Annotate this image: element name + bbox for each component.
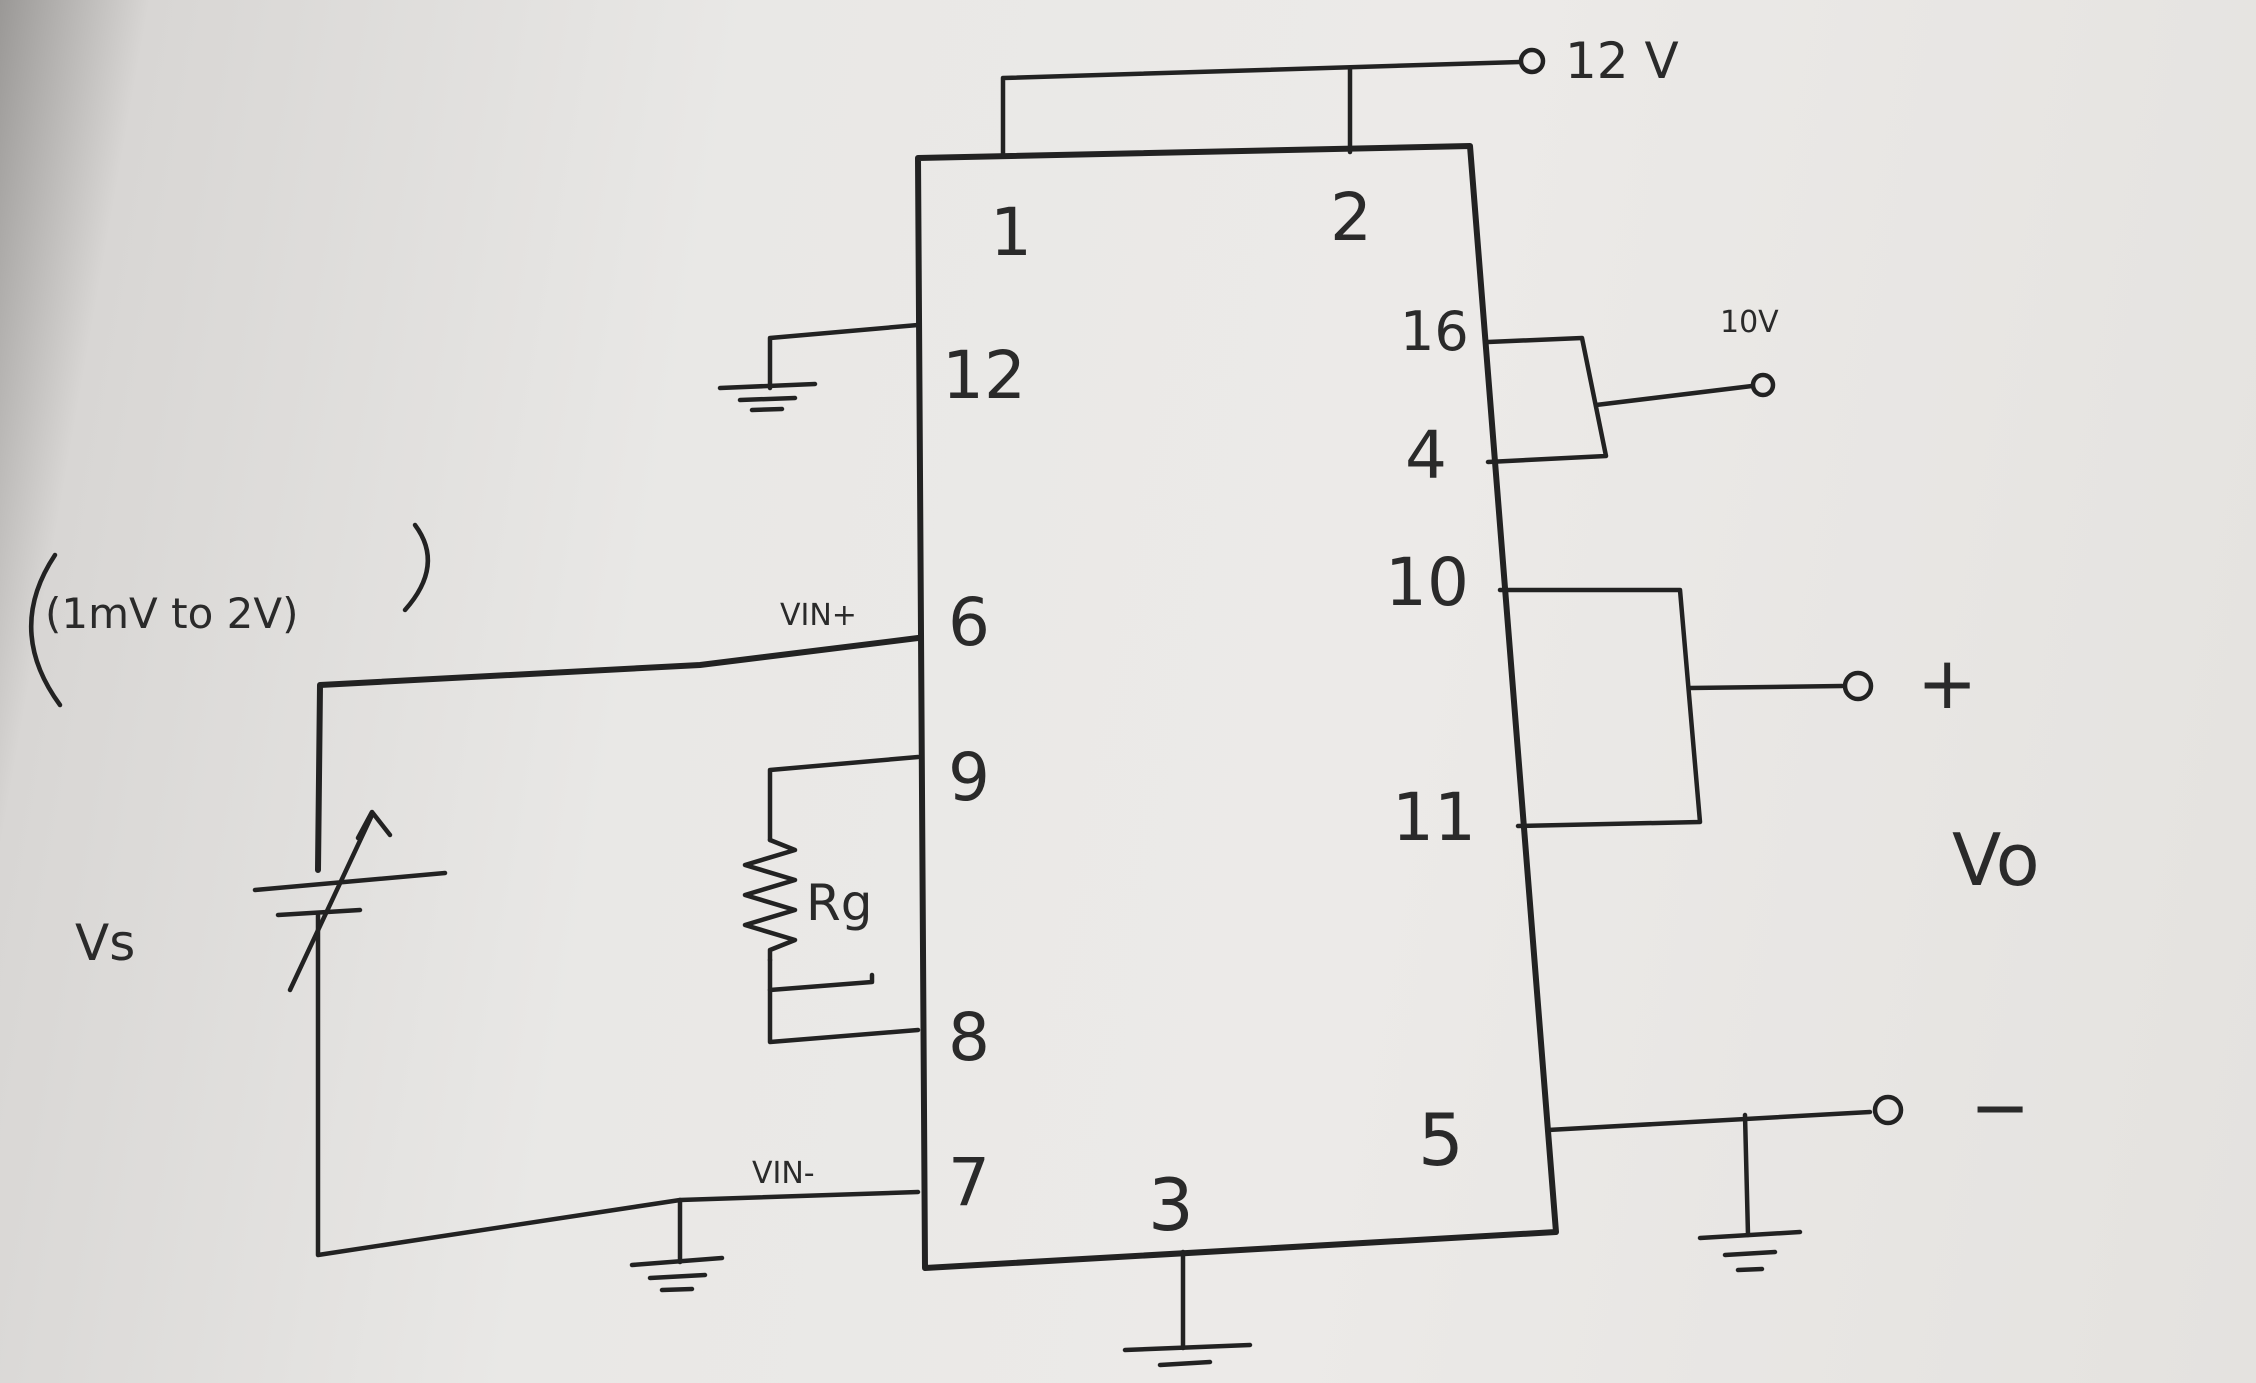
- pin-10: 10: [1385, 544, 1469, 621]
- source-return-wire: [315, 912, 921, 1258]
- ground-symbol-loop: [629, 1255, 725, 1293]
- pin-6: 6: [948, 584, 990, 661]
- pin-16: 16: [1400, 300, 1469, 363]
- vin-plus-wire: [315, 635, 921, 873]
- vin-plus-label: VIN+: [780, 598, 857, 633]
- variable-voltage-source: [252, 809, 448, 993]
- pin-8: 8: [948, 999, 990, 1076]
- output-plus-label: +: [1917, 641, 1977, 725]
- range-paren-right: [402, 522, 431, 613]
- pin-3: 3: [1148, 1163, 1194, 1247]
- pin-7: 7: [948, 1144, 990, 1221]
- rg-loop-wire: [767, 754, 921, 843]
- sense-wire: [1497, 587, 1703, 829]
- ref-label: 10V: [1720, 305, 1779, 340]
- supply-terminal: [1518, 47, 1546, 75]
- vo-minus-terminal: [1872, 1094, 1904, 1126]
- ref-out-wire: [1593, 383, 1755, 408]
- pin-5: 5: [1418, 1098, 1464, 1182]
- ground-symbol-output: [1697, 1229, 1803, 1273]
- supply-label: 12 V: [1565, 32, 1679, 90]
- pin-12: 12: [942, 337, 1026, 414]
- ic-body: [915, 143, 1559, 1271]
- vo-plus-wire: [1687, 683, 1845, 691]
- ref-wire: [1485, 335, 1609, 465]
- resistor-label: Rg: [806, 874, 872, 932]
- pin12-wire: [767, 322, 921, 391]
- ref-terminal: [1750, 372, 1776, 398]
- ground-symbol-pin12: [717, 381, 818, 413]
- pin-1: 1: [990, 194, 1032, 271]
- ground-symbol-pin3: [1122, 1342, 1253, 1368]
- rg-bottom-wire: [767, 957, 921, 1045]
- output-label: Vo: [1952, 818, 2040, 902]
- output-minus-label: −: [1970, 1065, 2030, 1149]
- input-range-label: (1mV to 2V): [45, 589, 298, 638]
- output-ground-wire: [1742, 1112, 1751, 1238]
- source-label: Vs: [75, 914, 135, 972]
- range-paren-left: [29, 552, 63, 708]
- supply-wire: [1000, 59, 1523, 158]
- pin-2: 2: [1330, 179, 1372, 256]
- resistor-rg: [742, 837, 798, 963]
- vo-plus-terminal: [1842, 670, 1874, 702]
- pin-11: 11: [1392, 779, 1476, 856]
- vin-minus-label: VIN-: [752, 1156, 815, 1191]
- vo-minus-wire: [1545, 1109, 1873, 1133]
- rg-inner-wire: [767, 972, 875, 993]
- pin-9: 9: [948, 739, 990, 816]
- pin-4: 4: [1405, 417, 1447, 494]
